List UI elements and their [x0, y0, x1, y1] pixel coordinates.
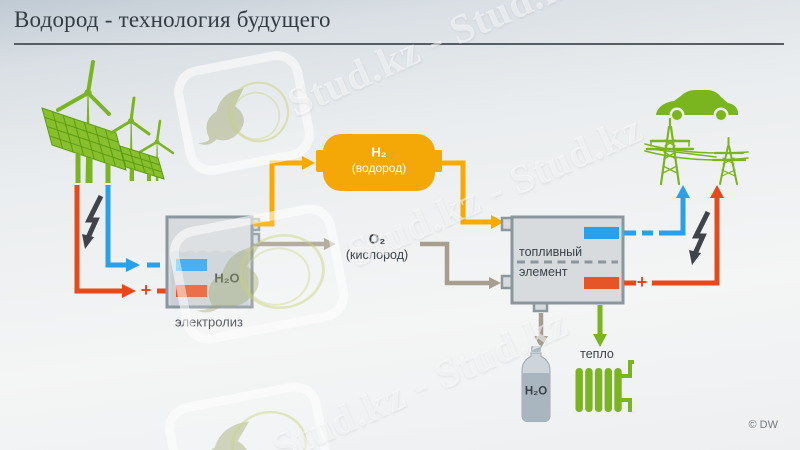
electrolysis-label: электролиз [175, 314, 243, 330]
fuel-cell-label-line1: топливный [519, 245, 583, 259]
fuel-cell-anode-bar [584, 277, 619, 289]
heat-label: тепло [580, 346, 614, 361]
bottle-water-label: H₂O [524, 385, 548, 398]
electricity-flow-left [74, 185, 170, 298]
plus-sign-left: + [140, 280, 152, 300]
title-underline [14, 43, 784, 45]
lightning-bolt-icon [82, 196, 101, 249]
car-icon [656, 90, 738, 123]
fuel-cell-box [500, 215, 625, 313]
solar-panel-icon [41, 107, 127, 183]
power-pylon-icon [644, 117, 749, 186]
hydrogen-tank [316, 134, 442, 191]
cathode-bar [176, 259, 207, 271]
hydrogen-formula-label: H₂ [371, 144, 387, 160]
oxygen-formula-label: O₂ [368, 231, 386, 247]
oxygen-name-label: (кислород) [345, 247, 409, 262]
heat-flow-down [593, 305, 607, 347]
water-flow-down [534, 313, 548, 348]
fuel-cell-label-line2: элемент [519, 265, 568, 279]
lightning-bolt-icon [689, 212, 708, 265]
electrolysis-water-label: H₂O [214, 270, 240, 286]
solar-panel-small-icon [119, 145, 165, 181]
water-bottle-icon [521, 346, 551, 422]
electricity-flow-right [624, 185, 724, 286]
plus-sign-right: + [636, 272, 648, 292]
copyright-notice: © DW [748, 419, 779, 431]
page-title: Водород - технология будущего [14, 7, 331, 32]
anode-bar [176, 285, 207, 297]
oxygen-flow [258, 238, 501, 289]
electrolysis-box [165, 215, 261, 309]
fuel-cell-cathode-bar [584, 227, 619, 239]
hydrogen-flow-to-fuel-cell [442, 160, 504, 229]
hydrogen-flow-to-tank [253, 156, 315, 227]
radiator-icon [575, 360, 634, 412]
hydrogen-name-label: (водород) [351, 161, 407, 175]
